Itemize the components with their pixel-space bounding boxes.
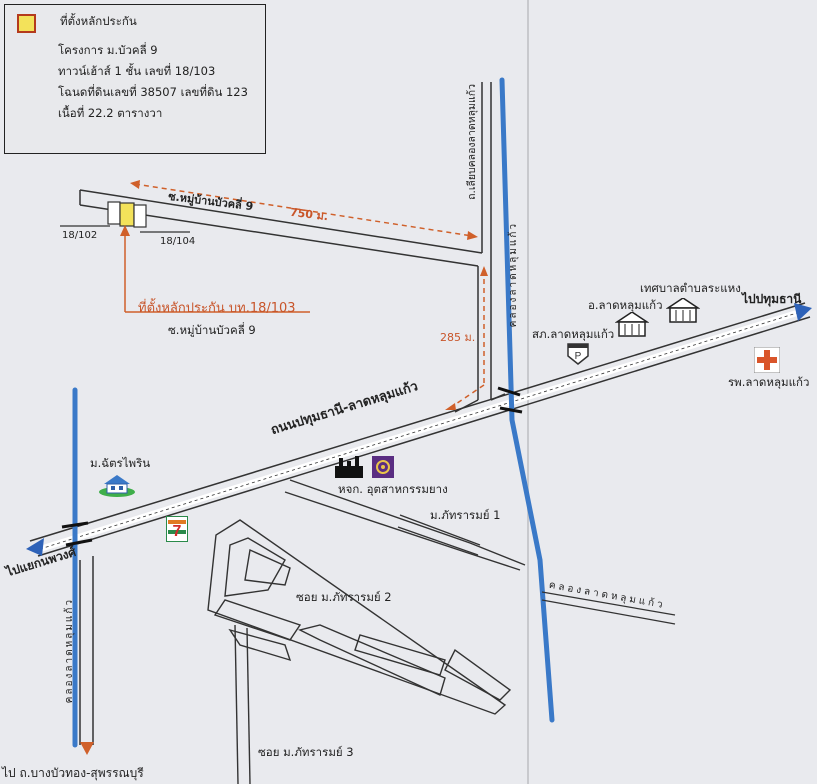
site-pointer xyxy=(124,232,310,313)
label-canal-vertical: คลองลาดหลุมแก้ว xyxy=(508,222,519,328)
label-canal-left: คลองลาดหลุมแก้ว xyxy=(64,598,75,704)
label-factory: หจก. อุตสาหกรรมยาง xyxy=(338,482,448,496)
seven-eleven-icon: 7 xyxy=(166,516,188,542)
legend-area: เนื้อที่ 22.2 ตารางวา xyxy=(58,106,163,120)
legend-title: ที่ตั้งหลักประกัน xyxy=(60,14,137,28)
distance-285 xyxy=(449,270,485,409)
site-arrow-icon xyxy=(120,225,130,236)
label-soi-phattharam3: ซอย ม.ภัทรารมย์ 3 xyxy=(258,745,354,759)
municipality-building-icon xyxy=(666,298,700,323)
arrow-750-left-icon xyxy=(130,180,140,189)
site-swatch-icon xyxy=(17,14,36,33)
seven-eleven-text: 7 xyxy=(173,523,182,540)
distance-750 xyxy=(134,183,473,237)
factory-icon xyxy=(335,456,363,478)
arrow-down-icon xyxy=(80,742,94,755)
label-moo-phattharam1: ม.ภัทรารมย์ 1 xyxy=(430,508,501,522)
legend-project: โครงการ ม.บัวคลี่ 9 xyxy=(58,43,158,57)
arrow-285-top-icon xyxy=(480,266,488,276)
arrow-285-bottom-icon xyxy=(445,403,456,410)
label-hospital: รพ.ลาดหลุมแก้ว xyxy=(728,375,810,389)
legend-townhouse: ทาวน์เฮ้าส์ 1 ชั้น เลขที่ 18/103 xyxy=(58,64,216,78)
bank-icon xyxy=(372,456,394,478)
police-icon: P xyxy=(567,343,589,365)
label-lot-left: 18/102 xyxy=(62,230,98,241)
arrow-right-icon xyxy=(794,303,812,321)
government-building-icon xyxy=(615,312,649,337)
arrow-left-icon xyxy=(26,538,44,556)
parking-letter: P xyxy=(575,351,582,362)
label-district-office: อ.ลาดหลุมแก้ว xyxy=(588,298,663,312)
label-soi-bottom: ซ.หมู่บ้านบัวคลี่ 9 xyxy=(168,323,256,337)
label-tessaban: เทศบาลตำบลระแหง xyxy=(640,281,741,295)
label-soi-phattharam2: ซอย ม.ภัทรารมย์ 2 xyxy=(296,590,392,604)
label-site: ที่ตั้งหลักประกัน บท.18/103 xyxy=(138,301,296,316)
canal-side-road xyxy=(454,82,506,413)
label-moo-chatpirin: ม.ฉัตรไพริน xyxy=(90,456,151,470)
road-to-bang-bua-thong xyxy=(79,556,94,745)
main-road xyxy=(29,302,811,557)
legend-deed: โฉนดที่ดินเลขที่ 38507 เลขที่ดิน 123 xyxy=(58,85,248,99)
canal-lad-lum-kaew xyxy=(499,77,555,723)
label-side-road: ถ.เลียบคลองลาดหลุมแก้ว xyxy=(466,84,478,200)
lots xyxy=(60,201,190,233)
label-dist-285: 285 ม. xyxy=(440,331,476,344)
label-to-bangbuathong: ไป ถ.บางบัวทอง-สุพรรณบุรี xyxy=(2,766,144,780)
legend-box: ที่ตั้งหลักประกัน โครงการ ม.บัวคลี่ 9 ทา… xyxy=(4,4,266,154)
housing-roads xyxy=(207,479,526,784)
hospital-icon xyxy=(754,347,780,373)
house-icon xyxy=(99,475,135,497)
label-police: สภ.ลาดหลุมแก้ว xyxy=(532,327,615,341)
arrow-750-right-icon xyxy=(467,231,478,240)
bridge-markers xyxy=(61,386,523,547)
canal-branch xyxy=(541,591,676,625)
label-lot-right: 18/104 xyxy=(160,236,196,247)
label-to-pathum: ไปปทุมธานี xyxy=(742,292,802,306)
